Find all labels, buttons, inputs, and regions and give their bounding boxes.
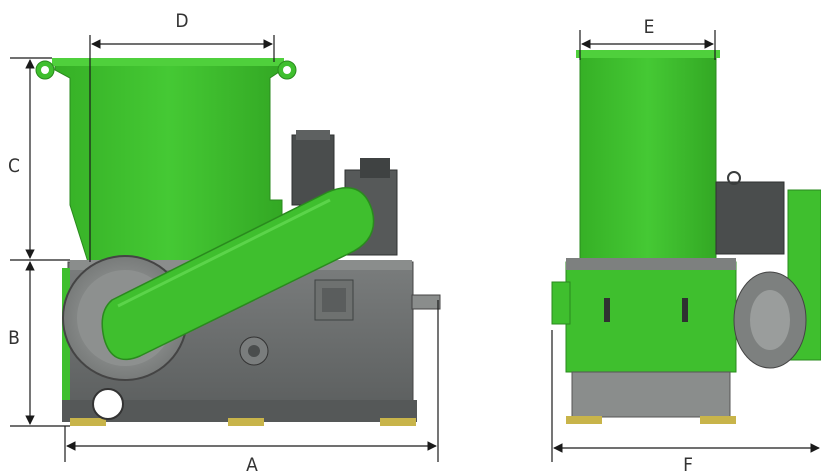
dimension-label-f: F [683, 454, 693, 473]
dimension-label-a: A [246, 454, 258, 473]
dimension-label-d: D [175, 10, 188, 32]
dimension-label-e: E [644, 16, 655, 38]
front-shaft-stub [411, 294, 441, 310]
side-body [565, 261, 737, 373]
side-slot-1 [604, 298, 610, 322]
side-foot-2 [700, 416, 736, 424]
dimension-label-b: B [8, 327, 20, 349]
front-view-machine [35, 58, 441, 426]
front-belt-guard [101, 187, 375, 361]
front-motor [291, 134, 335, 206]
front-base-frame [62, 400, 417, 422]
side-slot-2 [682, 298, 688, 322]
side-motor [715, 181, 785, 255]
front-foot-2 [228, 418, 264, 426]
side-foot-1 [566, 416, 602, 424]
side-hopper [579, 51, 717, 263]
side-view-machine [551, 50, 821, 424]
side-lower-body [571, 371, 731, 418]
dimension-label-c: C [8, 155, 20, 177]
front-foot-3 [380, 418, 416, 426]
front-foot-1 [70, 418, 106, 426]
front-hopper-flange [52, 58, 284, 66]
front-drain-hole [92, 388, 124, 420]
dimension-lines [10, 30, 820, 462]
